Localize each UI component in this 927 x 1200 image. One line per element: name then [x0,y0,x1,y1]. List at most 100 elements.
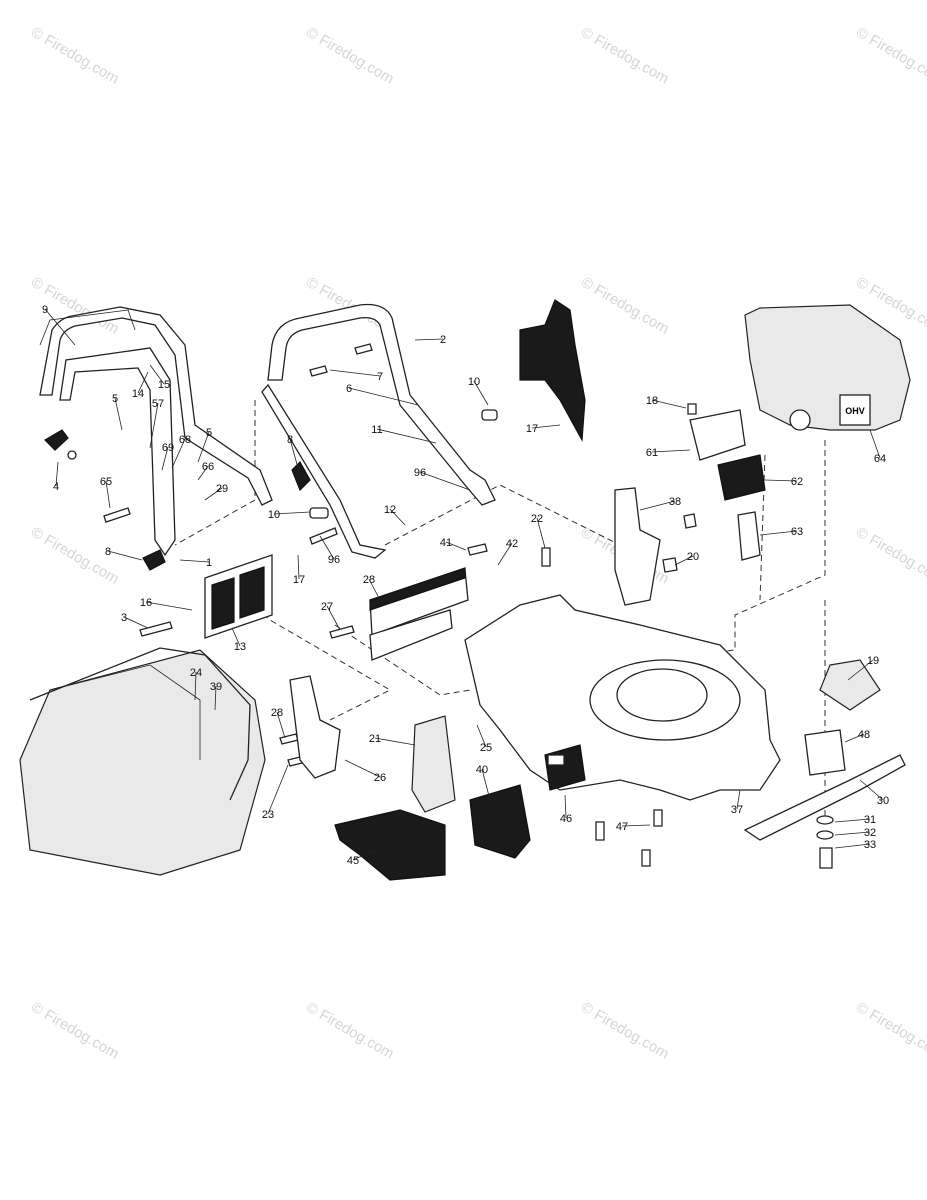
engine-badge: OHV [845,406,865,416]
callout-leader [414,338,444,341]
callout-leader [564,794,567,819]
callout-label-40: 40 [476,764,488,776]
callout-leader [859,779,884,801]
blade-assembly [743,659,906,869]
callout-leader [834,831,871,836]
callout-leader [161,446,169,471]
rear-flap [519,299,586,443]
callout-label-9: 9 [42,304,48,316]
callout-label-19: 19 [867,655,879,667]
handle-knobs [44,409,498,571]
callout-leader [497,542,513,566]
callout-leader [179,559,210,563]
callout-leader [114,397,123,431]
callout-label-39: 39 [210,681,222,693]
callout-label-41: 41 [440,537,452,549]
callout-leader [123,616,149,629]
side-discharge-door [469,784,531,859]
callout-label-66: 66 [202,461,214,473]
callout-leader [55,461,59,487]
callout-label-5: 5 [206,427,212,439]
callout-label-8: 8 [287,434,293,446]
callout-leader [764,479,798,482]
callout-label-10: 10 [468,376,480,388]
callout-leader [149,364,165,385]
callout-label-17: 17 [293,574,305,586]
callout-leader [419,471,471,491]
callout-leader [137,371,149,394]
watermark: © Firedog.com [578,24,672,88]
electrical-parts [689,409,766,561]
callout-label-64: 64 [874,453,886,465]
callout-label-96: 96 [328,554,340,566]
callout-label-28: 28 [363,574,375,586]
callout-leader [273,511,311,515]
callout-label-2: 2 [440,334,446,346]
callout-label-65: 65 [100,476,112,488]
watermark: © Firedog.com [303,24,397,88]
callout-leader [214,685,217,711]
callout-label-61: 61 [646,447,658,459]
callout-leader [869,429,881,459]
callout-leader [352,849,376,861]
callout-label-57: 57 [152,398,164,410]
callout-leader [145,601,193,611]
callout-leader [834,818,871,823]
assembly-dash-lines [174,400,826,820]
callout-label-6: 6 [346,383,352,395]
callout-leader [329,369,381,377]
callout-leader [674,555,694,566]
callout-label-3: 3 [121,612,127,624]
callout-leader [231,627,241,647]
callout-label-24: 24 [190,667,202,679]
watermark: © Firedog.com [853,999,927,1063]
callout-label-23: 23 [262,809,274,821]
callout-leader [476,724,487,748]
callout-label-21: 21 [369,733,381,745]
callout-leader [847,659,874,681]
callout-leader [171,438,186,469]
callout-label-63: 63 [791,526,803,538]
callout-label-37: 37 [731,804,743,816]
callout-leader [44,308,76,346]
watermark: © Firedog.com [28,999,122,1063]
callout-leader [197,431,210,463]
hinge-brackets [289,487,661,779]
callout-leader [389,508,406,526]
callout-label-12: 12 [384,504,396,516]
callout-label-17: 17 [526,423,538,435]
callout-leader [531,424,561,429]
lower-handle [39,306,273,557]
callout-label-69: 69 [162,442,174,454]
callout-label-14: 14 [132,388,144,400]
callout-leader [297,554,300,580]
callout-leader [621,824,651,827]
callout-leader [267,764,289,815]
rear-door [204,554,469,661]
callout-label-62: 62 [791,476,803,488]
callout-leader [289,438,299,469]
watermark: © Firedog.com [853,24,927,88]
engine-badge-box [839,394,871,426]
watermark: © Firedog.com [28,24,122,88]
callout-label-18: 18 [646,395,658,407]
callout-leader [759,530,798,536]
callout-leader [736,789,741,810]
callout-label-31: 31 [864,814,876,826]
callout-leader [639,500,676,511]
callout-label-30: 30 [877,795,889,807]
callout-leader [368,578,381,601]
callout-label-33: 33 [864,839,876,851]
callout-label-29: 29 [216,483,228,495]
callout-label-11: 11 [371,424,382,436]
callout-leader [651,399,687,409]
side-discharge-chute [334,809,446,881]
mulch-plug [411,715,456,813]
mower-deck [464,594,781,801]
callout-label-20: 20 [687,551,699,563]
callout-leader [344,759,381,778]
callout-label-96: 96 [414,467,426,479]
